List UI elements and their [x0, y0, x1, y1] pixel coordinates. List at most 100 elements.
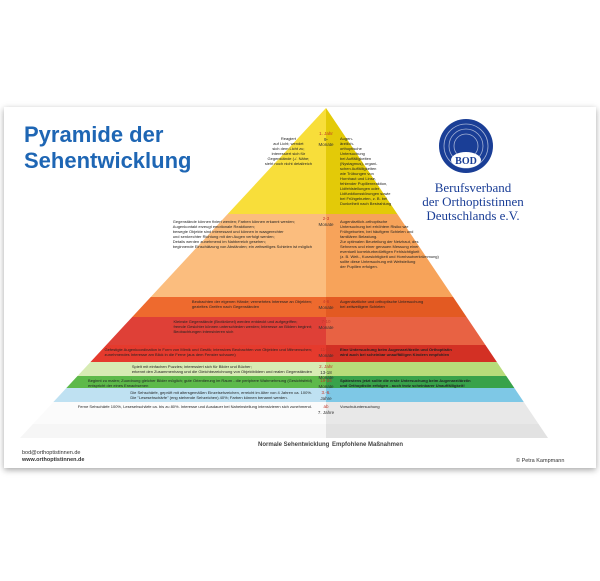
tier-7-age-line: Monate	[318, 383, 334, 389]
tier-2-left-band	[150, 214, 326, 297]
tier-4-development-text: Kleinste Gegenstände (Brotkrümel) werden…	[173, 319, 312, 334]
tier-3-development-text: Beobachten der eigenen Hände; vermehrtes…	[192, 299, 312, 309]
tier-1-development-line: sich dem Licht zu;	[272, 146, 305, 151]
tier-2-right-band	[326, 214, 454, 297]
tier-1-age-line: 1. Jahr	[319, 131, 333, 136]
tier-4-development-line: fremde Gesichter können unterschieden we…	[173, 323, 312, 329]
tier-3-age-line: 4-6	[322, 299, 330, 304]
footer-contact: bod@orthoptistinnen.de www.orthoptistinn…	[22, 450, 84, 464]
tier-7-age-line: 19-24	[320, 378, 332, 383]
tier-1-development-line: sieht noch nicht detailreich	[264, 161, 312, 166]
pyramid-base-right	[326, 424, 548, 438]
tier-3-left-band	[132, 297, 326, 317]
tier-6-development-line: erkennt den Zusammenhang und die Gleichb…	[131, 368, 312, 374]
page-title: Pyramide der Sehentwicklung	[24, 122, 191, 174]
tier-9-development-line: Ferne Sehschärfe 100%, Lesesehschärfe ca…	[77, 403, 312, 409]
tier-9-development-text: Ferne Sehschärfe 100%, Lesesehschärfe ca…	[78, 404, 312, 409]
tier-1-measures-line: Lidfehlstellungen oder	[340, 186, 380, 191]
tier-2-measures-line: der Pupillen erfolgen.	[340, 264, 378, 269]
org-line-2: der Orthoptistinnen	[422, 194, 524, 209]
tier-6-right-band	[326, 362, 507, 376]
tier-2-age-line: Monate	[318, 221, 334, 227]
tier-2-measures-line: eventuell korrekturbedürftigen Fehlsicht…	[340, 249, 420, 254]
tier-1-measures-line: Lidfunktionsstörungen sowie	[340, 191, 391, 196]
tier-8-right-band	[326, 388, 524, 402]
footer-copyright: © Petra Kampmann	[516, 458, 565, 464]
tier-1-measures-line: bei Frühgeburten, z. B. bei	[340, 196, 388, 201]
tier-1-measures-line: (Nystagmus), organi-	[340, 161, 378, 166]
footer-email[interactable]: bod@orthoptistinnen.de	[22, 450, 81, 456]
tier-7-left-band	[66, 376, 326, 388]
tier-7-right-band	[326, 376, 515, 388]
tier-1-development-line: Gegenstände (-/. Nähe;	[267, 156, 310, 161]
tier-8-left-band	[53, 388, 327, 402]
tier-5-measures-line: Eine Untersuchung beim Augenarzt/ärztin …	[340, 346, 452, 352]
footer-web[interactable]: www.orthoptistinnen.de	[22, 457, 85, 463]
tier-3-age-line: Monate	[318, 304, 334, 310]
tier-8-development-line: Die "Lesesehschärfe" (eng stehende Sehze…	[130, 394, 288, 400]
tier-5-measures-text: Eine Untersuchung beim Augenarzt/ärztin …	[340, 347, 452, 357]
tier-2-measures-line: Sehnervs und einer genauen Messung einer	[340, 244, 419, 249]
tier-4-left-band	[106, 317, 327, 345]
tier-7-development-text: Beginnt zu malen; Zuordnung gleicher Bil…	[88, 378, 312, 388]
tier-2-age-line: 2-3	[322, 216, 330, 221]
tier-8-age-line: 3.-6.	[321, 390, 331, 395]
org-line-1: Berufsverband	[434, 180, 512, 195]
tier-4-development-line: Kleinste Gegenstände (Brotkrümel) werden…	[173, 318, 298, 324]
tier-5-measures-line: wird auch bei scheinbar unauffälligen Ki…	[340, 351, 450, 357]
tier-5-development-text: Gefestigte Augenkoordination in Form von…	[105, 347, 312, 357]
pyramid-base-left	[20, 424, 326, 438]
title-line-2: Sehentwicklung	[24, 148, 192, 173]
tier-7-development-line: Beginnt zu malen; Zuordnung gleicher Bil…	[88, 377, 312, 383]
tier-5-development-line: zunehmendes Interesse am Blick in die Fe…	[104, 351, 236, 357]
tier-4-right-band	[326, 317, 486, 345]
tier-8-age: 3.-6.Jahre	[315, 390, 337, 401]
tier-8-development-line: Die Sehschärfe, geprüft mit altersgemäße…	[130, 389, 312, 395]
tier-1-age-line: 9-	[323, 136, 328, 142]
tier-2-development-text: Gegenstände können fixiert werden; Farbe…	[173, 219, 312, 249]
organization-name: Berufsverband der Orthoptistinnen Deutsc…	[398, 181, 548, 223]
tier-6-development-line: Spielt mit einfachen Puzzles; interessie…	[131, 363, 252, 369]
tier-6-development-text: Spielt mit einfachen Puzzles; interessie…	[132, 364, 312, 374]
tier-2-measures-line: familiären Belastung.	[340, 234, 378, 239]
tier-1-measures-line: schen Auffälligkeiten	[340, 166, 377, 171]
tier-7-measures-line: und Orthoptistin erfolgen - auch trotz s…	[340, 382, 465, 388]
tier-5-age-line: 11-12	[320, 347, 332, 352]
tier-4-age-line: Monate	[318, 324, 334, 330]
tier-1-right-band	[326, 108, 398, 214]
tier-1-measures-line: Hornhaut und Linse,	[340, 176, 377, 181]
tier-8-development-text: Die Sehschärfe, geprüft mit altersgemäße…	[130, 390, 312, 400]
tier-2-measures-line: Augenärztlich-orthoptische	[340, 219, 388, 224]
tier-5-left-band	[90, 345, 327, 362]
tier-7-measures-line: Spätestens jetzt sollte die erste Unters…	[340, 377, 471, 383]
tier-1-measures-line: ärztlich-	[340, 141, 355, 146]
tier-1-left-band	[227, 108, 326, 214]
tier-3-measures-line: bei zeitweiligem Schielen	[340, 303, 385, 309]
tier-2-development-line: Gegenstände können fixiert werden; Farbe…	[172, 219, 295, 224]
tier-1-age-line: Monate	[318, 142, 334, 147]
tier-2-measures-line: Frühgeburten, bei häufigem Schielen und	[340, 229, 414, 234]
tier-6-age-line: Monate	[318, 375, 334, 380]
left-column-label: Normale Sehentwicklung	[258, 442, 330, 448]
tier-9-age-line: 7. Jahre	[317, 409, 335, 415]
tier-4-age-line: 7-10	[321, 319, 331, 324]
tier-1-development-line: interessiert sich für	[271, 151, 306, 156]
bod-logo-icon: BOD	[439, 119, 493, 173]
tier-1-measures-line: Augen-	[340, 136, 353, 141]
tier-2-measures-line: sollte diese Untersuchung mit Weitstellu…	[340, 259, 416, 264]
tier-2-measures-line: Zur optimalen Beurteilung der Netzhaut, …	[340, 239, 419, 244]
tier-1-development-line: auf Licht; wendet	[273, 141, 304, 146]
tier-3-measures-text: Augenärztliche und orthoptische Untersuc…	[340, 299, 423, 309]
tier-1-measures-line: bei Auffälligkeiten	[340, 156, 372, 161]
tier-9-measures-text: Vorschuluntersuchung	[340, 404, 380, 409]
right-column-label: Empfohlene Maßnahmen	[332, 442, 404, 448]
tier-1-development-line: Reagiert	[280, 136, 296, 141]
